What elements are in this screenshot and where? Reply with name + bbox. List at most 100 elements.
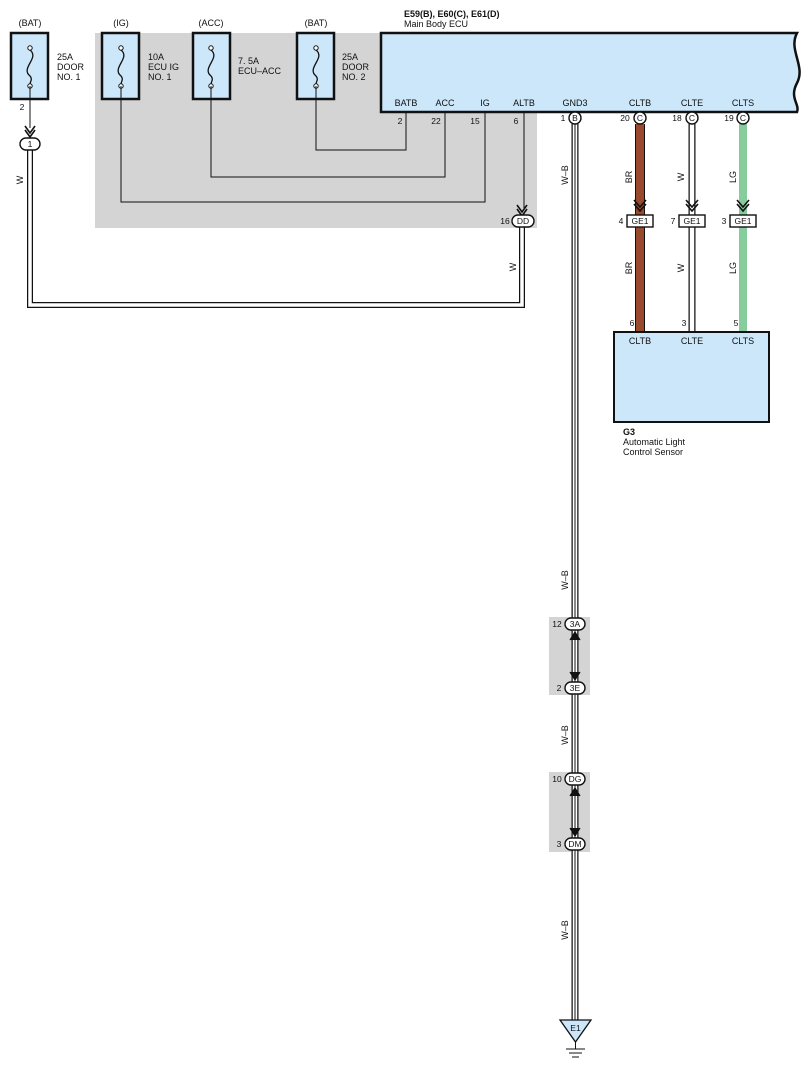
wire-ig-fuse (120, 86, 486, 203)
ecu-term-clte: CLTE (681, 98, 703, 108)
connector-dg-pin: 10 (552, 774, 562, 784)
connector-3e-pin: 2 (557, 683, 562, 693)
wire-color-w-left: W (15, 175, 25, 184)
svg-text:3A: 3A (570, 619, 581, 629)
connector-ge1-3: GE1 (729, 214, 757, 228)
wire-color-br-1: BR (624, 170, 634, 183)
ecu-pin-clts: 19 (724, 113, 734, 123)
sensor-pin-cltb: 6 (630, 318, 635, 328)
sensor-name1: Automatic Light (623, 437, 686, 447)
ge1-arrow-1 (633, 199, 647, 213)
connector-c-cltb-label: C (637, 113, 643, 123)
fuse-1-pin: 2 (20, 102, 25, 112)
fuse-door-no1 (9, 31, 50, 101)
ecu-pin-altb: 6 (514, 116, 519, 126)
ecu-name: Main Body ECU (404, 19, 468, 29)
sensor-pin-clte: 3 (682, 318, 687, 328)
fuse-1-rating: 25A (57, 52, 73, 62)
fuse-4-source: (BAT) (305, 18, 328, 28)
ecu-codes: E59(B), E60(C), E61(D) (404, 9, 500, 19)
connector-ge1-1: GE1 (626, 214, 654, 228)
svg-text:DG: DG (569, 774, 582, 784)
ecu-pin-acc: 22 (431, 116, 441, 126)
svg-text:GE1: GE1 (734, 216, 751, 226)
wire-color-lg-2: LG (728, 262, 738, 274)
wire-color-w-clte-1: W (676, 172, 686, 181)
connector-b (568, 111, 582, 125)
ecu-term-cltb: CLTB (629, 98, 651, 108)
ground-e1 (558, 1019, 593, 1058)
connector-3e: 3E (564, 681, 586, 695)
fuse-3-name1: ECU–ACC (238, 66, 282, 76)
connector-c-clte-label: C (689, 113, 695, 123)
ge1-arrow-2 (685, 199, 699, 213)
fuse-1-name2: NO. 1 (57, 72, 81, 82)
ecu-box (379, 31, 801, 114)
connector-c-clts (736, 111, 750, 125)
svg-text:GE1: GE1 (631, 216, 648, 226)
fuse-1-name1: DOOR (57, 62, 85, 72)
fuse-1-source: (BAT) (19, 18, 42, 28)
ecu-term-clts: CLTS (732, 98, 754, 108)
connector-dg: DG (564, 772, 586, 786)
fuse-4-name2: NO. 2 (342, 72, 366, 82)
ecu-pin-gnd3: 1 (561, 113, 566, 123)
svg-text:3E: 3E (570, 683, 581, 693)
ecu-term-altb: ALTB (513, 98, 535, 108)
fuse-3-rating: 7. 5A (238, 56, 259, 66)
connector-3e-arrow (569, 671, 581, 682)
wire-color-wb-4: W–B (560, 920, 570, 940)
fuse-4-name1: DOOR (342, 62, 370, 72)
fuse-2-name2: NO. 1 (148, 72, 172, 82)
ecu-pin-cltb: 20 (620, 113, 630, 123)
fuse-4-rating: 25A (342, 52, 358, 62)
fuse-2-name1: ECU IG (148, 62, 179, 72)
sensor-name2: Control Sensor (623, 447, 683, 457)
sensor-box (613, 331, 770, 423)
connector-3a: 3A (564, 617, 586, 631)
connector-1-label: 1 (28, 139, 33, 149)
ecu-pin-clte: 18 (672, 113, 682, 123)
ecu-pin-ig: 15 (470, 116, 480, 126)
ecu-pin-batb: 2 (398, 116, 403, 126)
wire-w-loop-core (28, 150, 524, 307)
fuse-2-rating: 10A (148, 52, 164, 62)
connector-dd (511, 214, 535, 228)
connector-ge1-2-pin: 7 (671, 216, 676, 226)
connector-3a-arrow (569, 630, 581, 641)
connector-c-clts-label: C (740, 113, 746, 123)
ecu-term-ig: IG (480, 98, 490, 108)
wire-color-wb-3: W–B (560, 725, 570, 745)
connector-3a-pin: 12 (552, 619, 562, 629)
connector-1-arrow (24, 125, 36, 139)
wire-bat-fuse (315, 86, 407, 151)
connector-dd-label: DD (517, 216, 529, 226)
connector-dm-pin: 3 (557, 839, 562, 849)
connector-ge1-2: GE1 (678, 214, 706, 228)
wire-color-br-2: BR (624, 261, 634, 274)
sensor-code: G3 (623, 427, 635, 437)
fuse-3-source: (ACC) (199, 18, 224, 28)
svg-text:DM: DM (568, 839, 581, 849)
sensor-term-clte: CLTE (681, 336, 703, 346)
connector-1 (19, 137, 41, 151)
ge1-arrow-3 (736, 199, 750, 213)
wire-acc-fuse (210, 86, 446, 178)
svg-text:GE1: GE1 (683, 216, 700, 226)
connector-dm: DM (564, 837, 586, 851)
wire-color-wb-2: W–B (560, 570, 570, 590)
ground-e1-label: E1 (570, 1023, 581, 1033)
wire-color-w-right: W (508, 262, 518, 271)
ecu-term-acc: ACC (435, 98, 455, 108)
connector-dg-arrow (569, 786, 581, 797)
wire-color-wb-1: W–B (560, 165, 570, 185)
connector-dd-pin: 16 (500, 216, 510, 226)
connector-ge1-1-pin: 4 (619, 216, 624, 226)
ecu-term-gnd3: GND3 (562, 98, 587, 108)
connector-ge1-3-pin: 3 (722, 216, 727, 226)
fuse-2-source: (IG) (113, 18, 129, 28)
wire-color-w-clte-2: W (676, 263, 686, 272)
sensor-pin-clts: 5 (734, 318, 739, 328)
